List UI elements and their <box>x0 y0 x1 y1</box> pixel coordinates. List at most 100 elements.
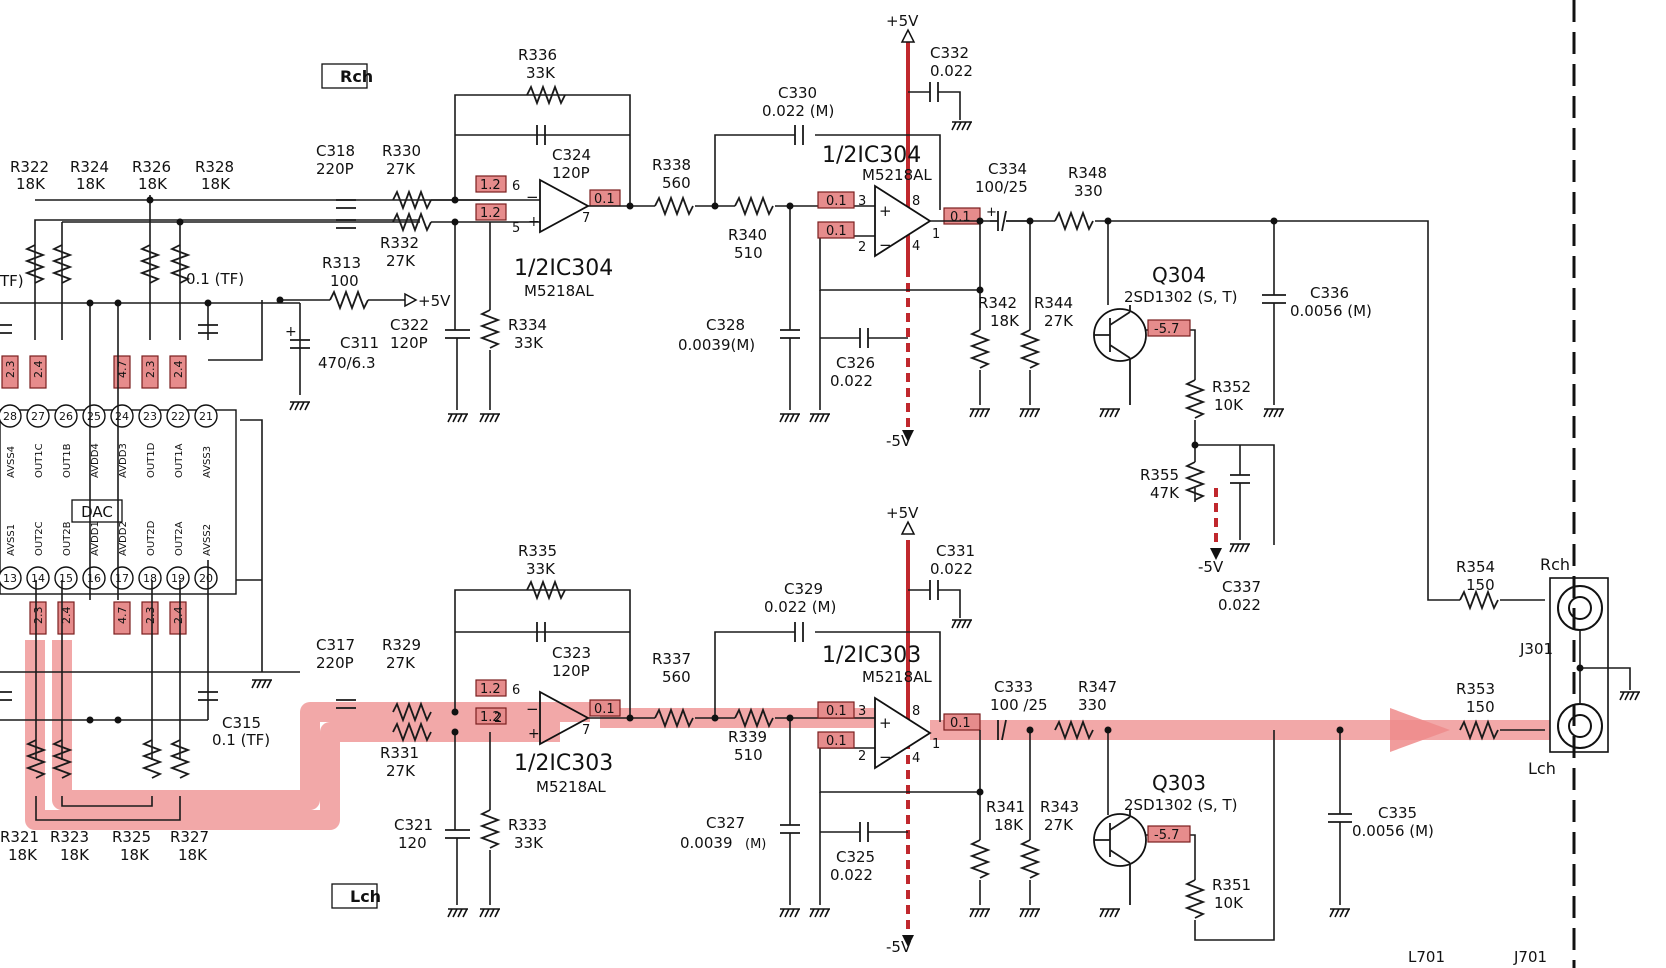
lch-ic-a-part: M5218AL <box>536 778 606 796</box>
dac-bot-pin-num-15: 15 <box>59 572 73 585</box>
c328-ref: C328 <box>706 316 745 334</box>
r336-val: 33K <box>526 64 556 82</box>
r340-ref: R340 <box>728 226 767 244</box>
dac-bot-pin-18 <box>138 566 162 590</box>
c329-ref: C329 <box>784 580 823 598</box>
r351-ref: R351 <box>1212 876 1251 894</box>
r323-ref: R323 <box>50 828 89 846</box>
lch-pin-b3: 3 <box>858 704 866 719</box>
r334-ref: R334 <box>508 316 547 334</box>
r352-ref: R352 <box>1212 378 1251 396</box>
r338-ref: R338 <box>652 156 691 174</box>
lch-input-resistors: R321 18K R323 18K R325 18K R327 18K C315… <box>0 714 270 864</box>
lch-input-stage: Lch C317 220P R329 27K R331 27K R335 33K… <box>316 542 631 918</box>
dac-top-volt-box-23 <box>141 355 159 389</box>
rch-ic-a-part: M5218AL <box>524 282 594 300</box>
dac-bot-volt-box-19 <box>169 601 187 635</box>
r341-val: 18K <box>994 816 1024 834</box>
dac-top-pin-21 <box>194 404 218 428</box>
plus5-r313: +5V <box>418 292 451 310</box>
r338-val: 560 <box>662 174 691 192</box>
dac-top-pin-num-27: 27 <box>31 410 45 423</box>
svg-text:+: + <box>879 714 892 732</box>
svg-text:+: + <box>986 205 997 220</box>
j701-label: J701 <box>1513 948 1547 966</box>
r343-ref: R343 <box>1040 798 1079 816</box>
dac-top-pin-num-28: 28 <box>3 410 17 423</box>
c324-ref: C324 <box>552 146 591 164</box>
svg-text:−: − <box>879 748 892 766</box>
r334-val: 33K <box>514 334 544 352</box>
lch-pin-b1: 1 <box>932 737 940 752</box>
r333-ref: R333 <box>508 816 547 834</box>
c321-ref: C321 <box>394 816 433 834</box>
c315-ref: C315 <box>222 714 261 732</box>
r347-val: 330 <box>1078 696 1107 714</box>
rch-input-resistors: R322 18K R324 18K R326 18K R328 18K TF) … <box>0 158 244 290</box>
r347-ref: R347 <box>1078 678 1117 696</box>
r355-ref: R355 <box>1140 466 1179 484</box>
c318-ref: C318 <box>316 142 355 160</box>
dac-label: DAC <box>81 503 113 521</box>
dac-top-pin-28 <box>0 404 22 428</box>
c334-val: 100/25 <box>975 178 1028 196</box>
c329-val: 0.022 (M) <box>764 598 836 616</box>
lch-ic-b-name: 1/2IC303 <box>822 643 921 668</box>
dac-top-pin-num-23: 23 <box>143 410 157 423</box>
r348-val: 330 <box>1074 182 1103 200</box>
c318-val: 220P <box>316 160 354 178</box>
rch-q-part: 2SD1302 (S, T) <box>1124 288 1237 306</box>
r321-val: 18K <box>8 846 38 864</box>
dac-top-volt-23: 2.3 <box>144 361 157 379</box>
r348-ref: R348 <box>1068 164 1107 182</box>
rch-vb-minus: 0.1 <box>826 224 847 239</box>
rch-pin-b8: 8 <box>912 194 920 209</box>
dac-bot-pin-name-16: AVDD1 <box>90 521 101 556</box>
dac-bot-volt-box-14 <box>29 601 47 635</box>
rch-pin-a6: 6 <box>512 179 520 194</box>
rch-minus5: -5V <box>886 432 912 450</box>
rch-vout-a: 0.1 <box>594 192 615 207</box>
output-jack: R354 150 R353 150 Rch Lch J301 L701 J701 <box>1408 0 1641 968</box>
lch-pin-b8: 8 <box>912 704 920 719</box>
l701-label: L701 <box>1408 948 1445 966</box>
r337-val: 560 <box>662 668 691 686</box>
c335-val: 0.0056 (M) <box>1352 822 1434 840</box>
c323-val: 120P <box>552 662 590 680</box>
dac-bot-volt-14: 2.3 <box>32 607 45 625</box>
r344-ref: R344 <box>1034 294 1073 312</box>
lch-pin-b4: 4 <box>912 751 920 766</box>
r325-val: 18K <box>120 846 150 864</box>
c327-ref: C327 <box>706 814 745 832</box>
r332-ref: R332 <box>380 234 419 252</box>
c317-ref: C317 <box>316 636 355 654</box>
rch-pin-b4: 4 <box>912 239 920 254</box>
c311-val: 470/6.3 <box>318 354 376 372</box>
r339-val: 510 <box>734 746 763 764</box>
r321-ref: R321 <box>0 828 39 846</box>
dac-top-pin-27 <box>26 404 50 428</box>
r325-ref: R325 <box>112 828 151 846</box>
c321-val: 120 <box>398 834 427 852</box>
rch-vin-bot: 1.2 <box>480 206 501 221</box>
c326-ref: C326 <box>836 354 875 372</box>
svg-text:−: − <box>526 188 539 206</box>
lch-section-label: Lch <box>350 887 381 906</box>
dac-top-pin-name-23: OUT1D <box>146 442 157 478</box>
dac-bot-volt-15: 2.4 <box>60 607 73 625</box>
tf-left-label: TF) <box>0 272 24 290</box>
r322-ref: R322 <box>10 158 49 176</box>
c315-val: 0.1 (TF) <box>212 731 270 749</box>
c322-val: 120P <box>390 334 428 352</box>
dac-bot-pin-16 <box>82 566 106 590</box>
dac-top-pin-num-22: 22 <box>171 410 185 423</box>
dac-top-pin-num-25: 25 <box>87 410 101 423</box>
lch-vout-b: 0.1 <box>950 716 971 731</box>
rch-ic-b-name: 1/2IC304 <box>822 143 921 168</box>
dac-bot-pin-17 <box>110 566 134 590</box>
dac-bot-pin-name-15: OUT2B <box>62 521 73 556</box>
r329-val: 27K <box>386 654 416 672</box>
r353-ref: R353 <box>1456 680 1495 698</box>
c332-ref: C332 <box>930 44 969 62</box>
